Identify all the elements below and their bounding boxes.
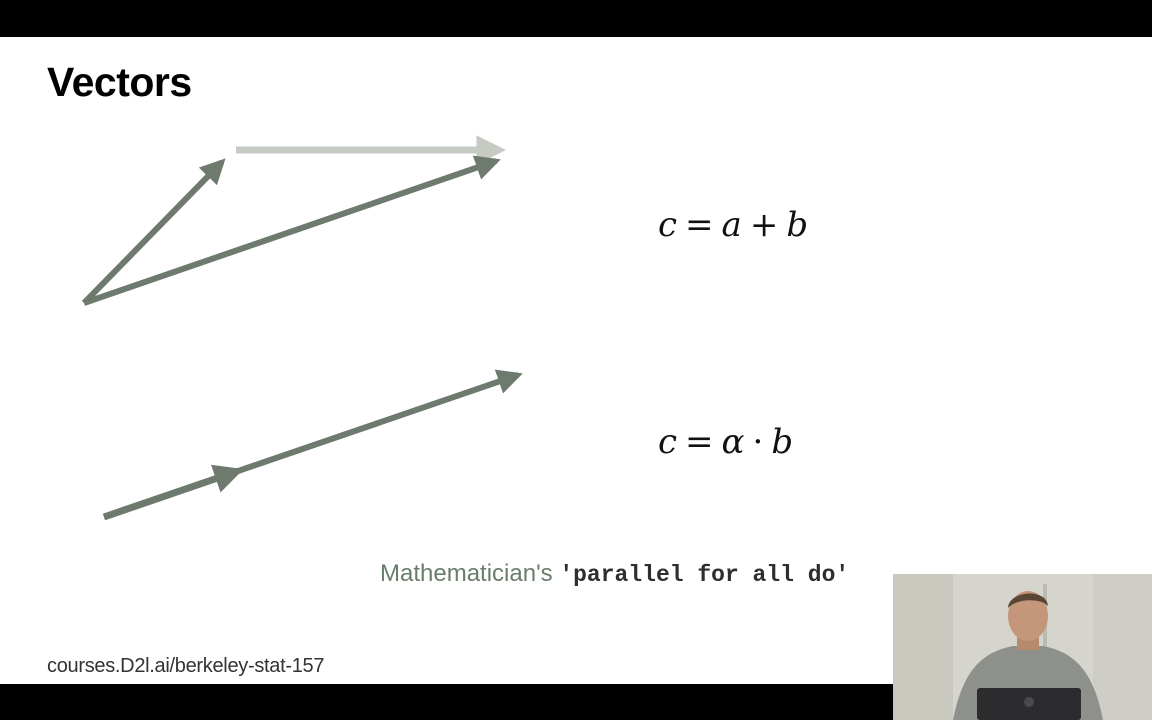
equation-var-alpha: α [721,422,745,462]
caption-text: Mathematician's [380,560,560,587]
presenter-video-icon [893,574,1152,720]
presenter-webcam [893,574,1152,720]
equation-var-c: c [658,422,678,462]
equation-equals: = [685,422,714,462]
slide-title: Vectors [47,59,192,105]
vector-c-arrow [83,155,501,306]
equation-vector-sum: c=a+b [658,205,808,245]
caption-code: 'parallel for all do' [559,562,850,588]
equation-scalar-multiply: c=α·b [658,422,793,462]
slide: Vectors c=a+b c=α·b Mathematician's 'par… [0,37,1152,684]
vector-a-arrow [81,158,226,306]
equation-var-b: b [786,205,809,245]
equation-plus: + [749,205,779,245]
equation-dot: · [752,422,764,462]
footer-url: courses.D2l.ai/berkeley-stat-157 [47,655,325,677]
equation-equals: = [685,205,714,245]
vector-diagram [81,135,523,521]
caption: Mathematician's 'parallel for all do' [380,560,849,588]
letterbox-top [0,0,1152,37]
equation-var-a: a [721,205,742,245]
equation-var-b: b [771,422,794,462]
equation-var-c: c [658,205,678,245]
vector-b-short-arrow [102,464,244,521]
